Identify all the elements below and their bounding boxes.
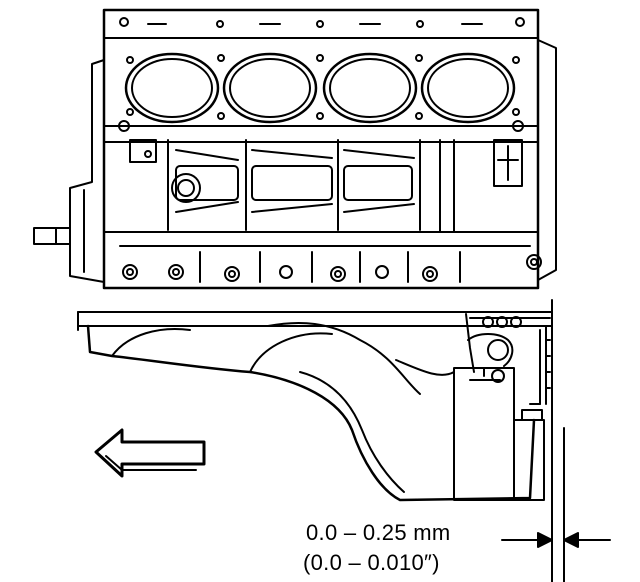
oil-pan — [77, 311, 553, 502]
pan-rail-bolt-bosses — [122, 251, 542, 283]
engine-block — [33, 8, 557, 290]
front-direction-arrow — [94, 428, 206, 478]
crankcase-ribs — [103, 139, 539, 247]
clearance-measurement — [501, 299, 611, 582]
crankshaft-stub — [33, 227, 71, 245]
clearance-imperial-label: (0.0 – 0.010″) — [303, 550, 440, 575]
cylinder-bores — [124, 52, 520, 124]
clearance-metric-label: 0.0 – 0.25 mm — [306, 520, 451, 545]
